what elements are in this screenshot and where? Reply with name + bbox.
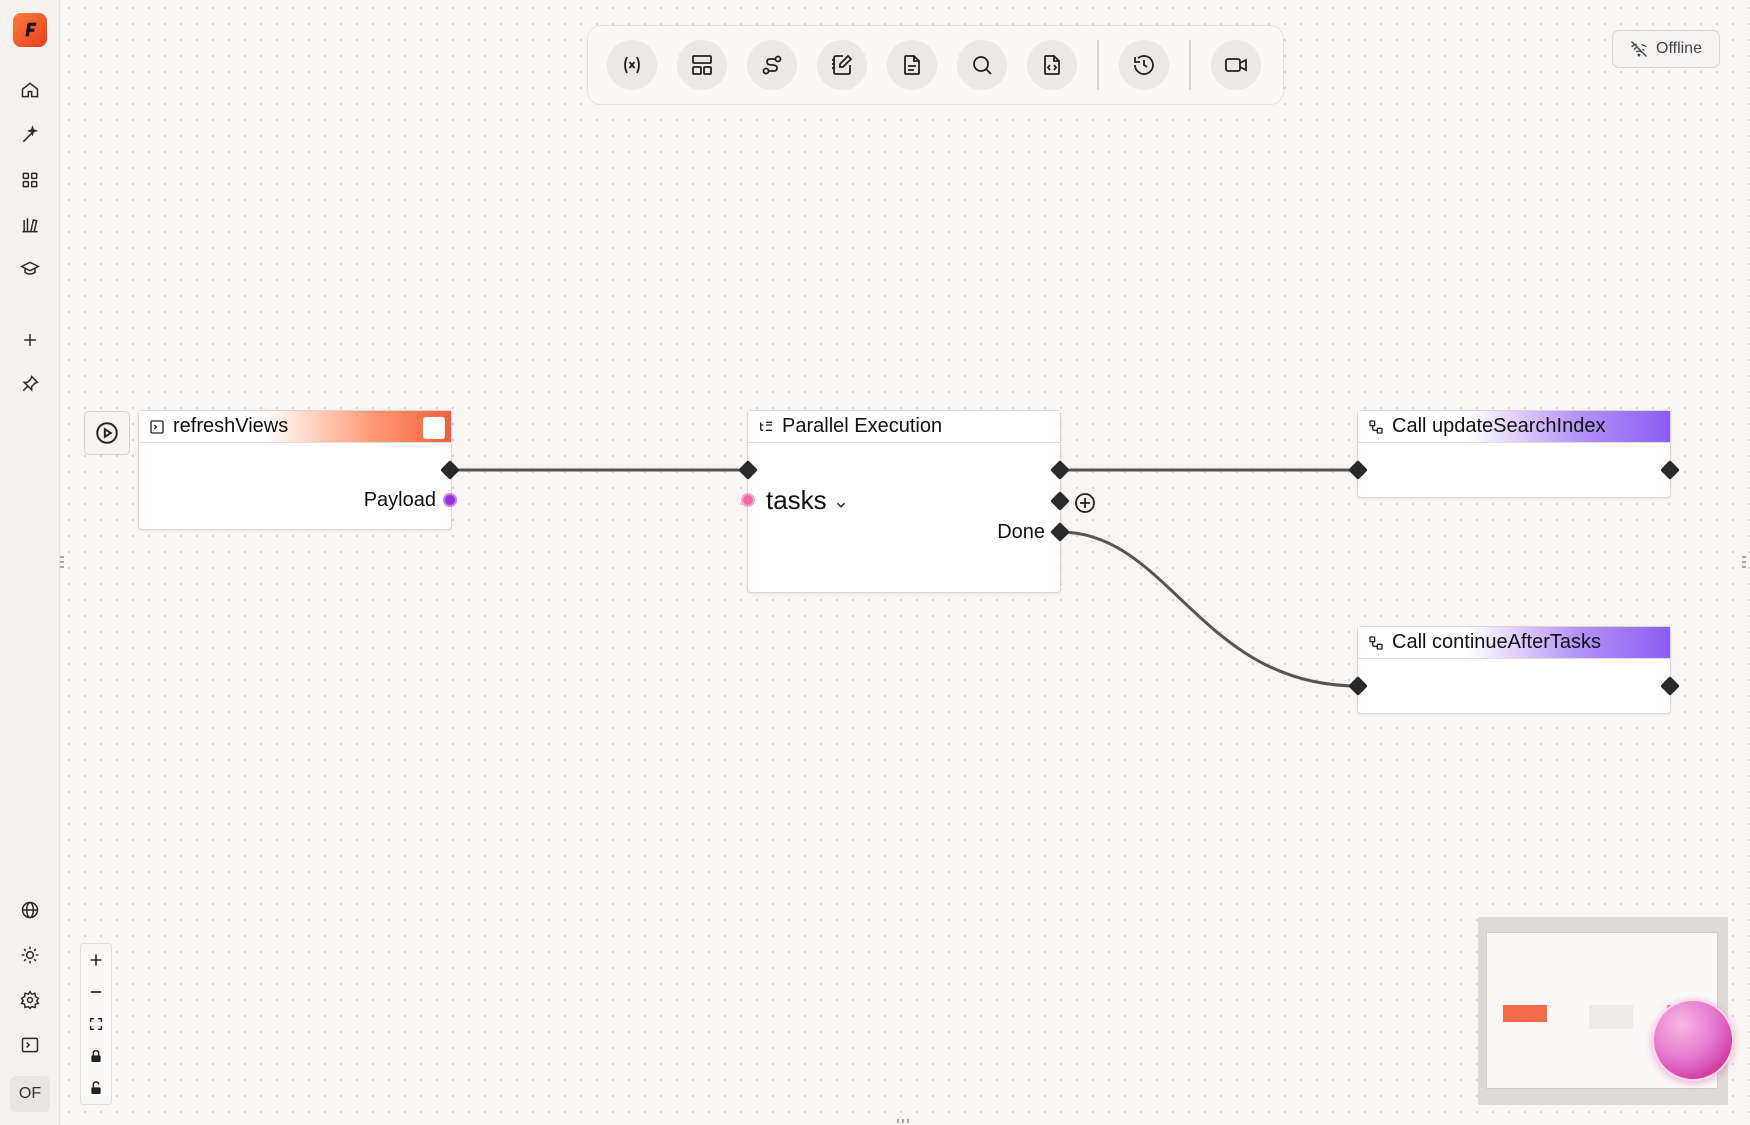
node-refresh-views[interactable]: refreshViews Payload — [138, 410, 452, 530]
toolbar-divider — [1097, 40, 1099, 90]
fullscreen-icon[interactable] — [81, 1008, 111, 1040]
node-title: Call continueAfterTasks — [1392, 631, 1601, 653]
workflow-icon — [1369, 419, 1383, 434]
toolbar-divider — [1189, 40, 1191, 90]
variable-icon[interactable] — [607, 40, 657, 90]
lock-icon[interactable] — [81, 1040, 111, 1072]
minimap-node — [1589, 1005, 1633, 1029]
search-icon[interactable] — [957, 40, 1007, 90]
run-trigger-button[interactable] — [84, 411, 130, 455]
node-toggle-checkbox[interactable] — [423, 417, 445, 439]
file-code-icon[interactable] — [1027, 40, 1077, 90]
bottom-panel-handle[interactable] — [895, 1117, 911, 1125]
plus-icon[interactable] — [81, 944, 111, 976]
home-icon[interactable] — [18, 78, 42, 102]
sun-icon[interactable] — [18, 943, 42, 967]
node-parallel-execution[interactable]: Parallel Execution tasks Done — [747, 410, 1061, 593]
node-header[interactable]: refreshViews — [139, 411, 451, 443]
node-header[interactable]: Call updateSearchIndex — [1358, 411, 1670, 443]
offline-status-button[interactable]: Offline — [1612, 30, 1720, 68]
left-panel-handle[interactable] — [58, 554, 66, 570]
tasks-label: tasks — [766, 485, 827, 515]
minus-icon[interactable] — [81, 976, 111, 1008]
graduation-cap-icon[interactable] — [18, 257, 42, 281]
assistant-bubble-button[interactable] — [1652, 999, 1734, 1081]
grid-icon[interactable] — [18, 168, 42, 192]
port-label-done: Done — [997, 521, 1045, 543]
node-title: Parallel Execution — [782, 415, 943, 437]
add-task-icon[interactable] — [1073, 491, 1097, 515]
node-header[interactable]: Call continueAfterTasks — [1358, 627, 1670, 659]
node-title: Call updateSearchIndex — [1392, 415, 1606, 437]
video-icon[interactable] — [1211, 40, 1261, 90]
list-tree-icon — [760, 421, 772, 431]
layout-icon[interactable] — [677, 40, 727, 90]
unlock-icon[interactable] — [81, 1072, 111, 1104]
offline-label: Offline — [1656, 40, 1702, 57]
right-panel-handle[interactable] — [1740, 554, 1748, 570]
top-toolbar — [587, 25, 1284, 105]
node-title: refreshViews — [173, 415, 289, 437]
node-call-continue-after-tasks[interactable]: Call continueAfterTasks — [1357, 626, 1671, 714]
terminal-icon[interactable] — [18, 1033, 42, 1057]
node-call-update-search-index[interactable]: Call updateSearchIndex — [1357, 410, 1671, 498]
function-icon — [150, 419, 164, 434]
wifi-off-icon — [1631, 41, 1647, 57]
avatar[interactable]: OF — [10, 1076, 50, 1112]
tasks-port[interactable] — [741, 493, 755, 507]
sidebar: OF — [0, 0, 60, 1125]
payload-port[interactable] — [443, 493, 457, 507]
app-logo-icon[interactable] — [13, 13, 47, 47]
file-text-icon[interactable] — [887, 40, 937, 90]
library-icon[interactable] — [18, 213, 42, 237]
canvas-controls — [80, 943, 112, 1105]
sparkle-wand-icon[interactable] — [18, 123, 42, 147]
workflow-icon — [1369, 635, 1383, 650]
gear-icon[interactable] — [18, 988, 42, 1012]
notebook-pen-icon[interactable] — [817, 40, 867, 90]
node-header[interactable]: Parallel Execution — [748, 411, 1060, 443]
pin-icon[interactable] — [18, 372, 42, 396]
play-circle-icon — [96, 422, 118, 444]
port-label-payload: Payload — [363, 489, 436, 511]
chevron-down-icon[interactable] — [834, 498, 848, 512]
plus-icon[interactable] — [18, 328, 42, 352]
history-icon[interactable] — [1119, 40, 1169, 90]
minimap-node — [1503, 1005, 1547, 1022]
globe-icon[interactable] — [18, 898, 42, 922]
route-icon[interactable] — [747, 40, 797, 90]
